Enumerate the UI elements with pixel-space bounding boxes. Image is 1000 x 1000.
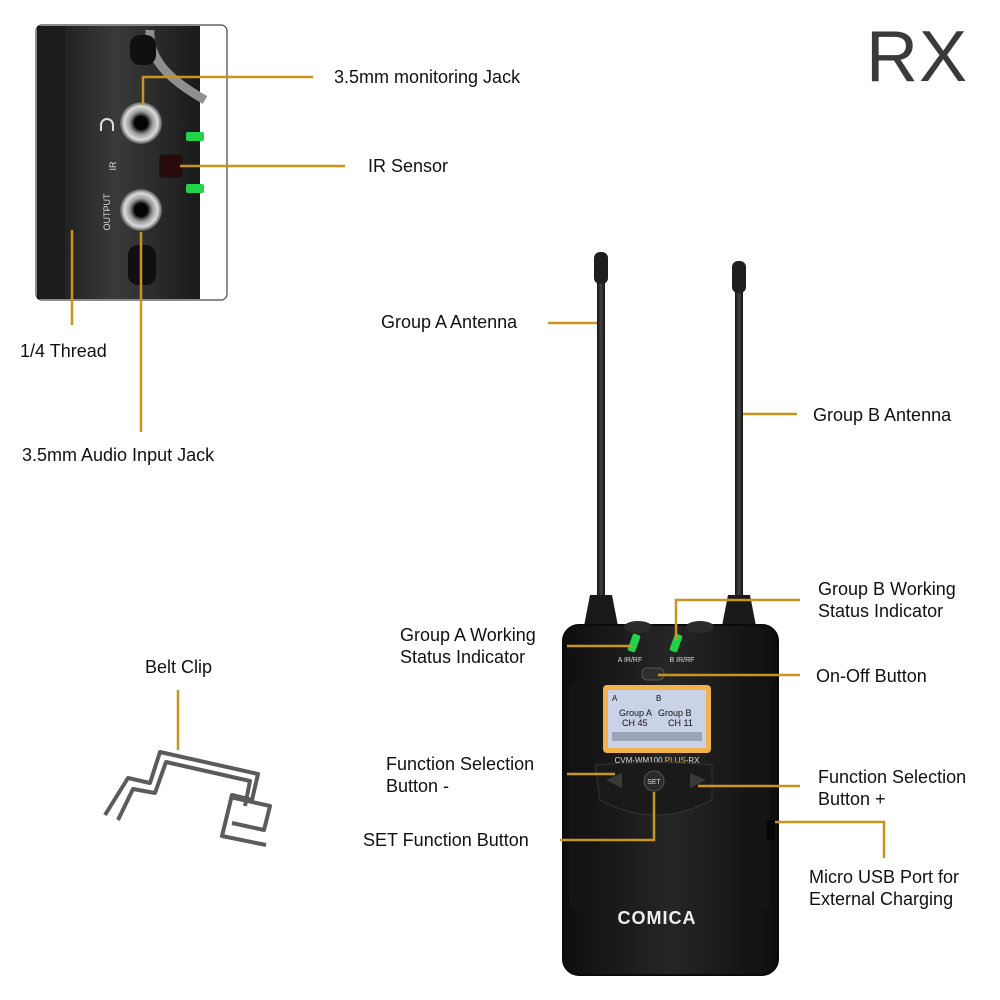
- label-group-b-status-1: Group B Working: [818, 579, 956, 599]
- micro-usb-port-icon: [767, 820, 775, 840]
- lcd-tag-a: A: [612, 694, 618, 703]
- label-micro-usb-2: External Charging: [809, 889, 954, 909]
- headphone-icon: [100, 118, 114, 131]
- port-ir-label: IR: [108, 161, 118, 171]
- label-set-button: SET Function Button: [363, 830, 529, 850]
- label-func-minus-2: Button -: [386, 776, 450, 796]
- group-b-antenna-icon: [722, 261, 756, 626]
- label-func-plus-1: Function Selection: [818, 767, 967, 787]
- lcd-ch-b: CH 11: [668, 718, 693, 728]
- label-group-b-status-2: Status Indicator: [818, 601, 944, 621]
- label-belt-clip: Belt Clip: [145, 657, 213, 677]
- label-group-a-status-2: Status Indicator: [400, 647, 526, 667]
- inset-led-b-icon: [186, 184, 204, 193]
- inset-closeup: IR OUTPUT: [35, 24, 228, 301]
- label-on-off: On-Off Button: [816, 666, 927, 686]
- inset-led-a-icon: [186, 132, 204, 141]
- leader-micro-usb: [775, 820, 886, 858]
- page-title: RX: [866, 17, 969, 97]
- group-a-led-icon: [627, 633, 641, 653]
- label-func-minus-1: Function Selection: [386, 754, 535, 774]
- label-micro-usb-1: Micro USB Port for: [809, 867, 960, 887]
- lcd-group-a: Group A: [619, 708, 652, 718]
- leader-group-b-status: [674, 598, 800, 640]
- ch-a-label: A IR/RF: [618, 657, 643, 664]
- port-output-label: OUTPUT: [102, 193, 112, 231]
- set-key-label: SET: [647, 779, 661, 786]
- group-a-antenna-icon: [584, 252, 618, 626]
- lcd-ch-a: CH 45: [622, 718, 648, 728]
- lcd-tag-b: B: [656, 694, 661, 703]
- leader-lines: [70, 75, 886, 858]
- inset-device-edge: [37, 26, 65, 299]
- label-group-b-antenna: Group B Antenna: [813, 405, 952, 425]
- label-thread: 1/4 Thread: [20, 341, 107, 361]
- label-monitoring-jack: 3.5mm monitoring Jack: [334, 67, 521, 87]
- group-b-led-icon: [669, 633, 683, 653]
- leader-monitoring-jack: [141, 75, 313, 105]
- belt-clip-icon: [103, 750, 272, 847]
- label-func-plus-2: Button +: [818, 789, 886, 809]
- ch-b-label: B IR/RF: [670, 657, 695, 664]
- label-group-a-antenna: Group A Antenna: [381, 312, 518, 332]
- set-button[interactable]: [643, 770, 665, 792]
- label-group-a-status-1: Group A Working: [400, 625, 536, 645]
- receiver-body: A IR/RF B IR/RF A B Group A CH 45 Group …: [562, 621, 779, 976]
- ir-sensor-icon: [159, 154, 183, 178]
- function-plus-button[interactable]: [690, 773, 706, 788]
- lcd-group-b: Group B: [658, 708, 692, 718]
- label-ir-sensor: IR Sensor: [368, 156, 449, 176]
- model-label: CVM-WM100 PLUS-RX: [615, 756, 701, 765]
- brand-logo: COMICA: [618, 908, 697, 928]
- label-audio-input-jack: 3.5mm Audio Input Jack: [22, 445, 215, 465]
- function-minus-button[interactable]: [606, 773, 622, 788]
- leader-set-button: [560, 792, 656, 842]
